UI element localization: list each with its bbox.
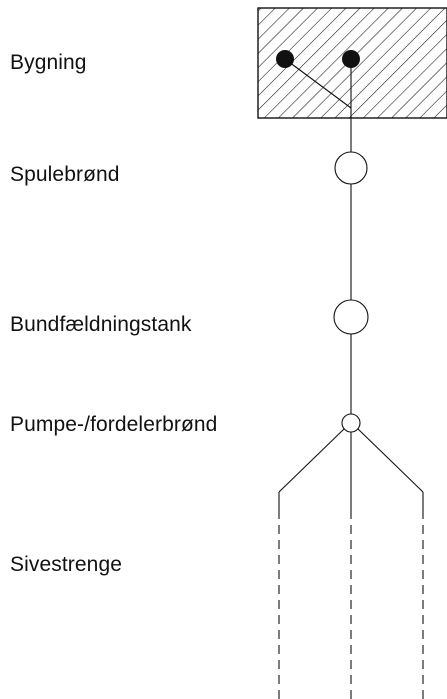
distribution-branches [278, 428, 424, 510]
inlet-connection-line [284, 58, 352, 109]
drain-lines [278, 510, 424, 699]
settling-tank-icon [333, 299, 369, 335]
label-settling-tank: Bundfældningstank [10, 313, 192, 336]
pump-well-icon [341, 413, 361, 433]
building-inlets [276, 50, 360, 109]
flush-well-icon [334, 151, 368, 185]
label-pump-distribution-well: Pumpe-/fordelerbrønd [10, 413, 218, 436]
label-drain-lines: Sivestrenge [10, 553, 122, 576]
label-flush-well: Spulebrønd [10, 163, 120, 186]
label-building: Bygning [10, 51, 87, 74]
